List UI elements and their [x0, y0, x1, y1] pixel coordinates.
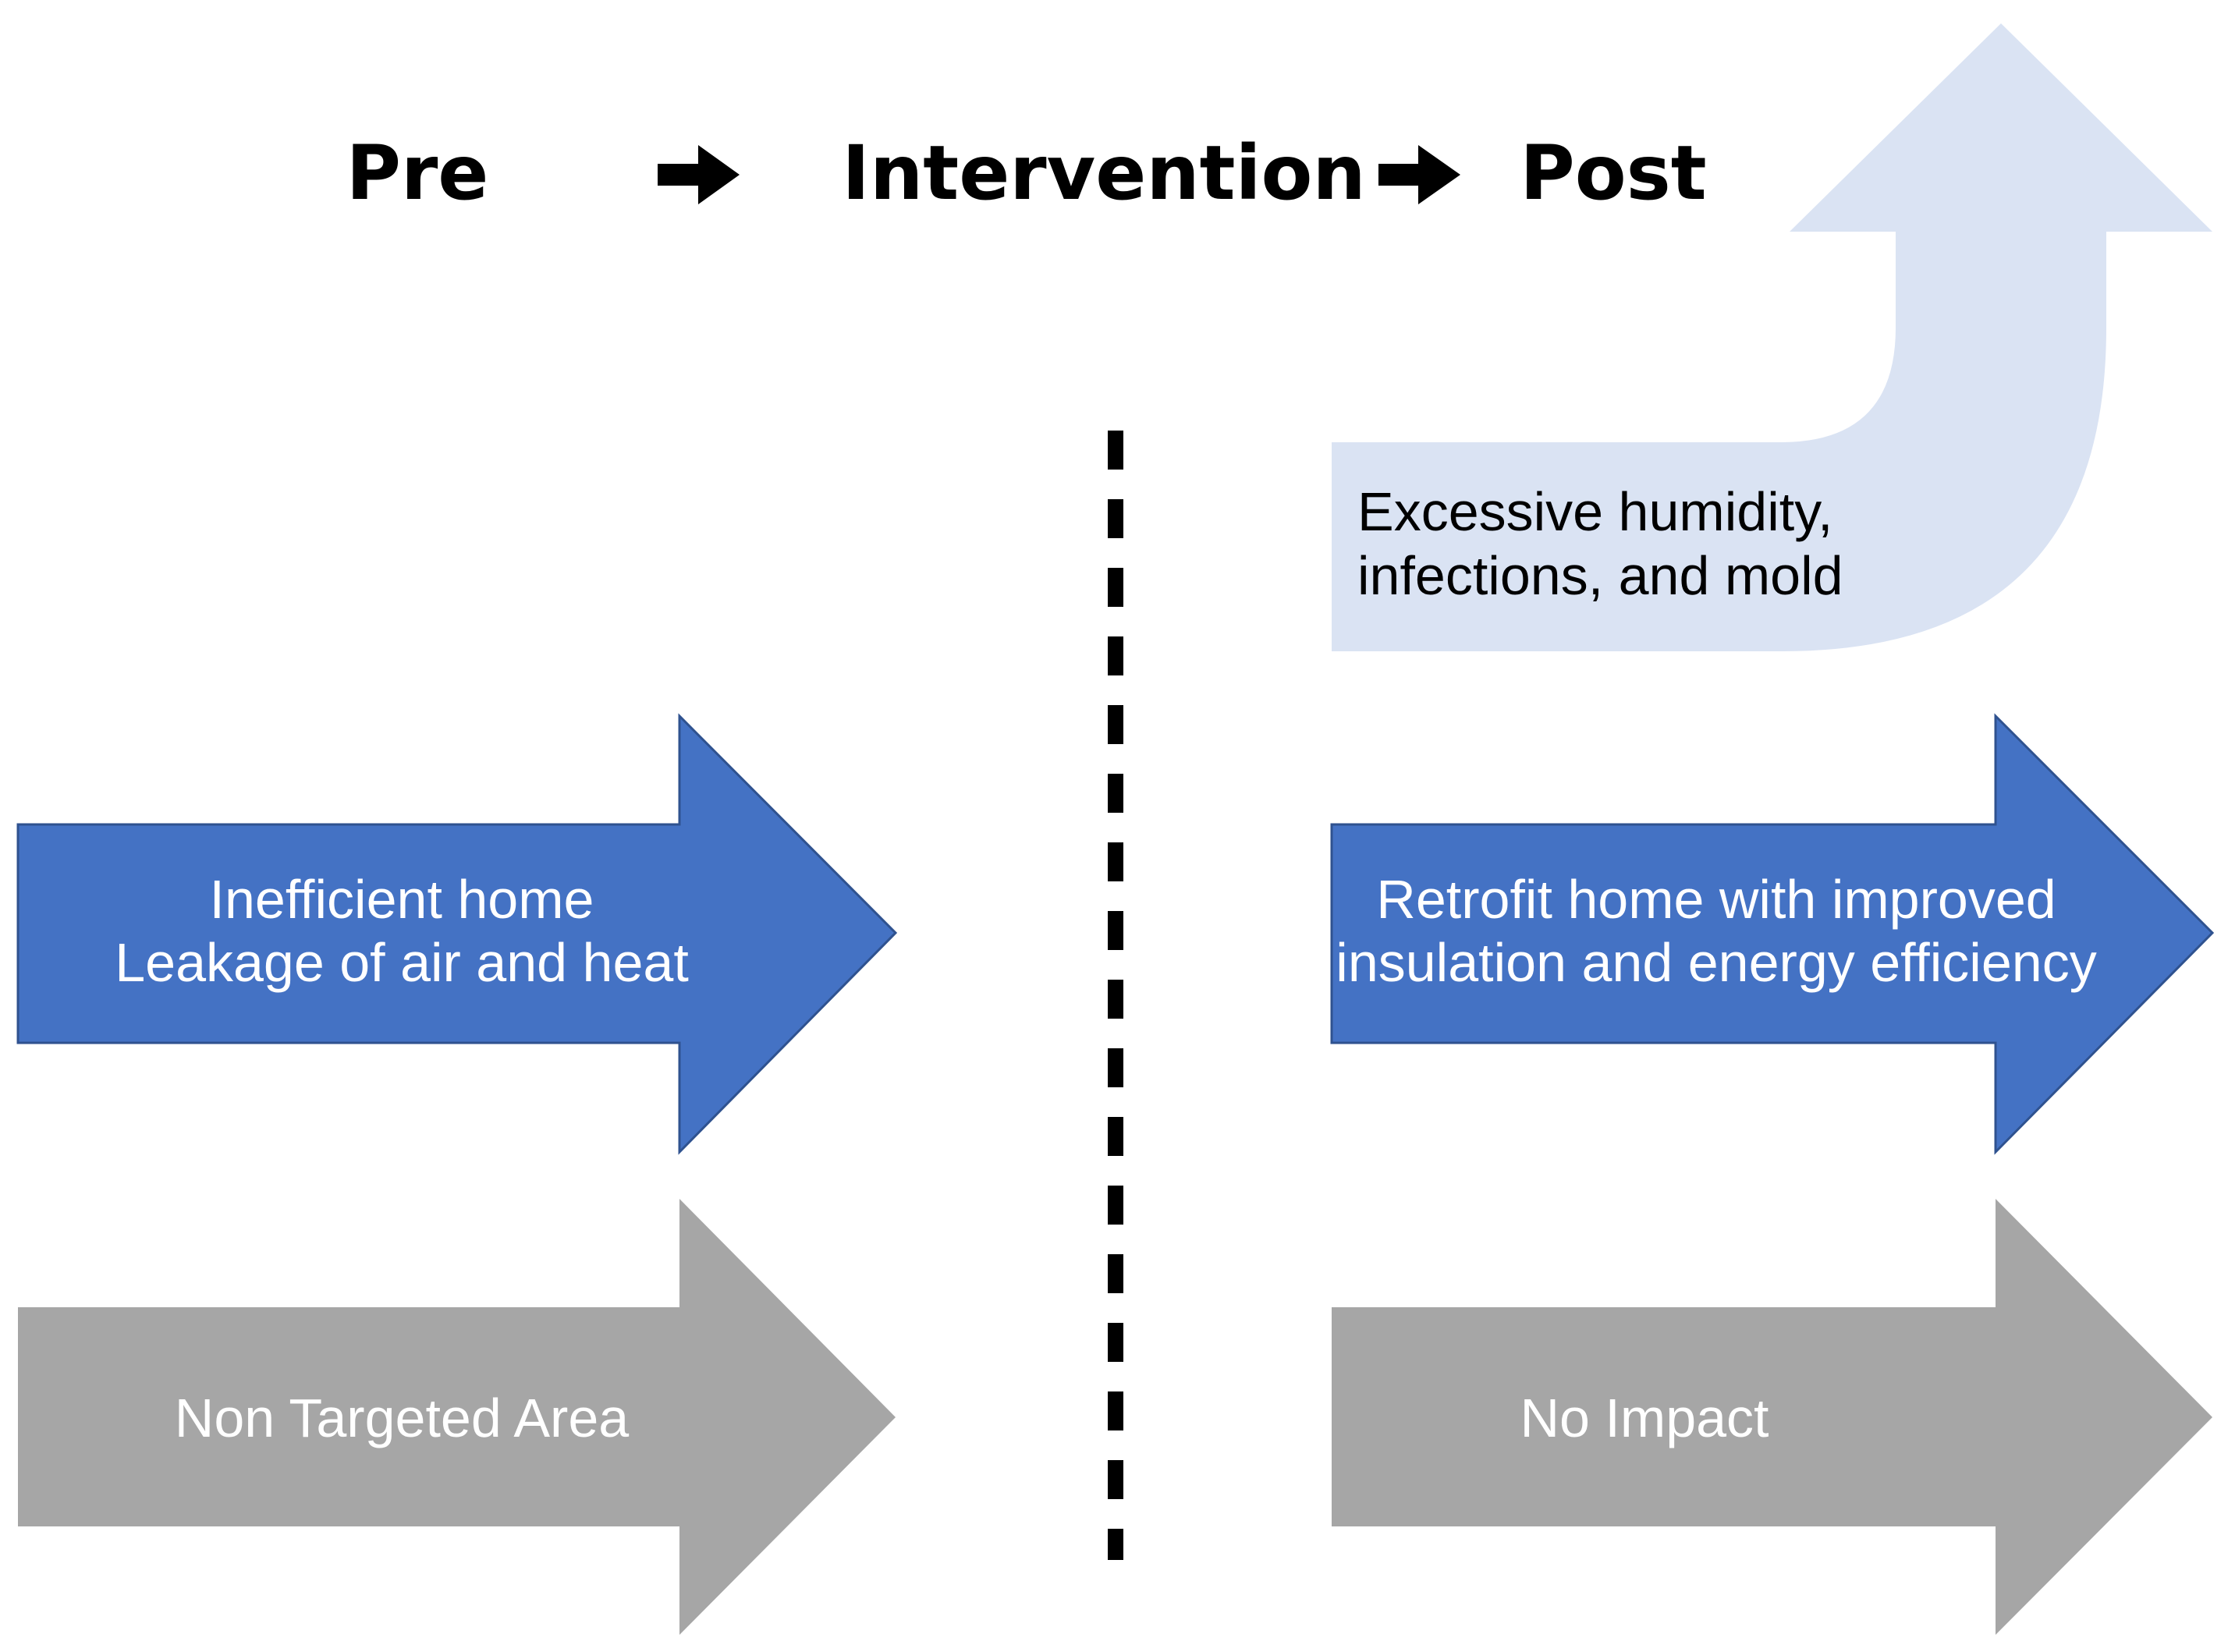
- header-intervention: Intervention: [842, 129, 1366, 217]
- pre-control-arrow: [18, 1199, 896, 1635]
- post-treated-label-line2: insulation and energy efficiency: [1336, 932, 2096, 993]
- pre-control-label: Non Targeted Area: [175, 1388, 630, 1448]
- adverse-effect-label-line1: Excessive humidity,: [1357, 481, 1832, 542]
- header-pre: Pre: [346, 129, 489, 217]
- adverse-effect-label-line2: infections, and mold: [1357, 545, 1843, 606]
- pre-treated-label-line1: Inefficient home: [210, 869, 594, 930]
- post-treated-label-line1: Retrofit home with improved: [1376, 869, 2056, 930]
- header-arrow-icon-2: [1378, 145, 1460, 204]
- header-post: Post: [1520, 129, 1706, 217]
- post-treated-arrow: [1330, 713, 2215, 1155]
- pre-treated-label-line2: Leakage of air and heat: [115, 932, 689, 993]
- post-control-arrow: [1332, 1199, 2212, 1635]
- adverse-effect-arrow: [1332, 23, 2212, 651]
- pre-treated-arrow: [16, 713, 898, 1155]
- post-control-label: No Impact: [1520, 1388, 1769, 1448]
- header-arrow-icon-1: [658, 145, 740, 204]
